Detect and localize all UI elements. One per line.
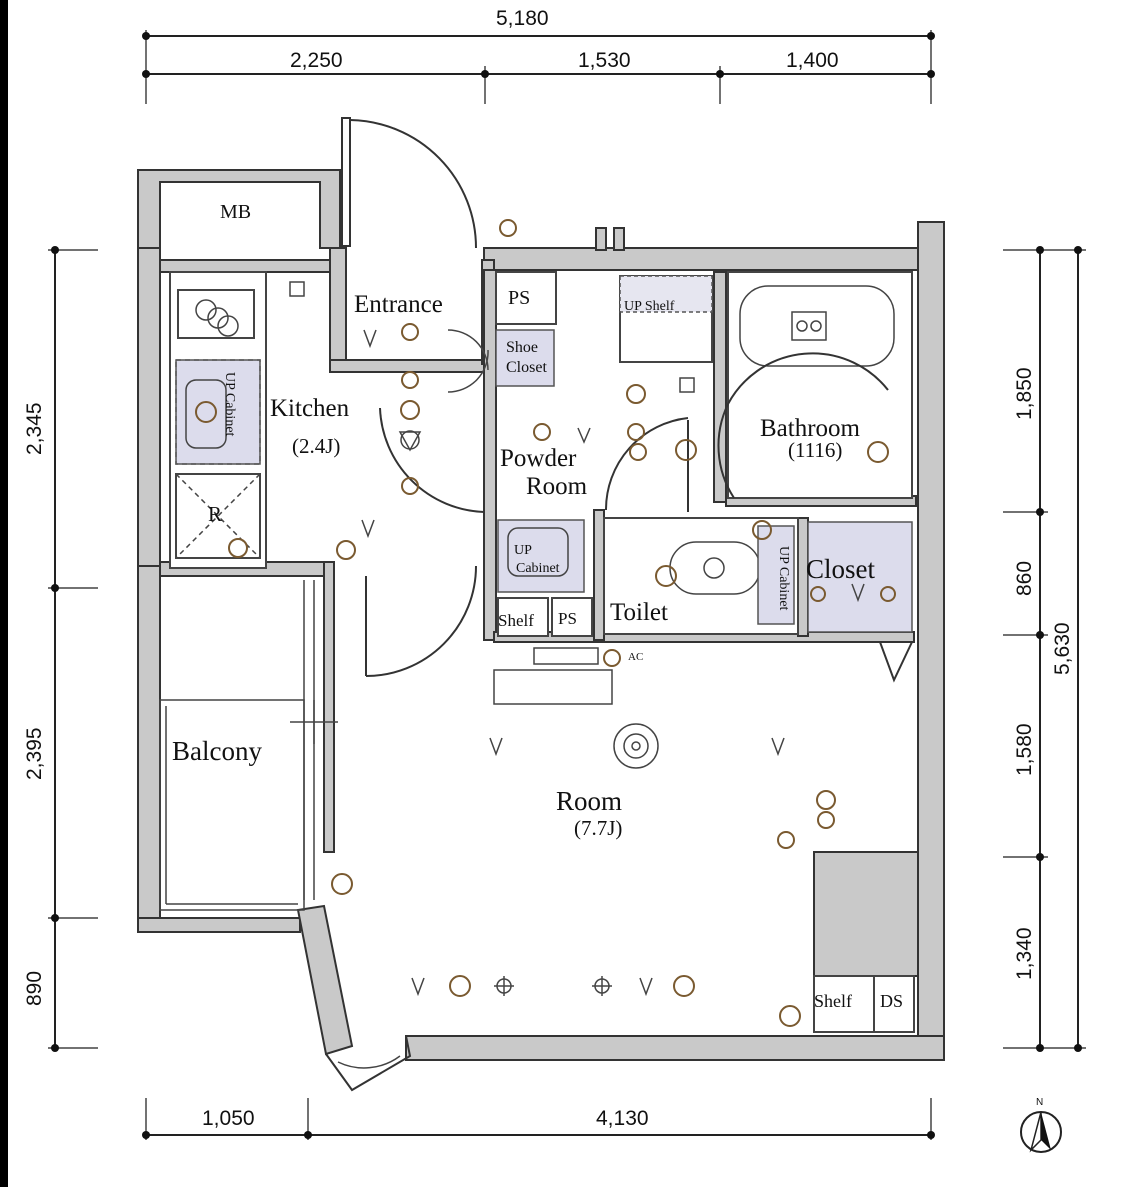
room-fixtures — [325, 647, 659, 1092]
right-total-dimension: 5,630 — [1051, 622, 1074, 675]
balcony-label: Balcony — [172, 736, 262, 766]
right-dimension-1: 1,850 — [1013, 367, 1036, 420]
right-dimension-4: 1,340 — [1013, 927, 1036, 980]
left-dimension-2: 2,395 — [23, 727, 46, 780]
kitchen-door — [379, 407, 485, 513]
entrance-door — [341, 117, 477, 249]
floor-plan-drawing — [48, 30, 1086, 1153]
top-dimension-1: 2,250 — [290, 49, 343, 72]
ac-label: AC — [628, 651, 644, 663]
toilet-label: Toilet — [610, 599, 668, 626]
closet-label: Closet — [806, 554, 876, 584]
powder-room-label-line1: Powder — [500, 445, 577, 472]
kitchen-label: Kitchen — [270, 395, 350, 422]
room-door — [365, 565, 477, 677]
bottom-storage — [813, 975, 915, 1033]
left-dimension-lines — [48, 246, 98, 1052]
top-dimension-2: 1,530 — [578, 49, 631, 72]
refrigerator-label: R — [208, 502, 223, 526]
bottom-dimension-1: 1,050 — [202, 1107, 255, 1130]
powder-room-label-line2: Room — [526, 473, 588, 500]
entrance-label: Entrance — [354, 291, 443, 318]
right-dimension-lines — [1003, 246, 1086, 1052]
up-cabinet-powder-label-line2: Cabinet — [516, 561, 560, 576]
closet-fixtures — [807, 521, 913, 683]
right-dimension-2: 860 — [1013, 560, 1036, 596]
shoe-closet-label-line2: Closet — [506, 359, 547, 376]
kitchen-fixtures — [169, 271, 267, 569]
up-cabinet-toilet-label: UP Cabinet — [776, 546, 791, 611]
powder-room-fixtures — [497, 275, 713, 637]
top-dimension-3: 1,400 — [786, 49, 839, 72]
shoe-closet-label-line1: Shoe — [506, 339, 538, 356]
ds-label: DS — [880, 991, 904, 1011]
toilet-fixtures — [603, 517, 799, 635]
top-total-dimension: 5,180 — [496, 7, 549, 30]
compass-north-label: N — [1036, 1097, 1044, 1108]
room-label: Room — [556, 786, 623, 816]
outer-walls — [137, 169, 945, 1061]
shelf-small-label: Shelf — [498, 611, 534, 630]
bottom-dimension-lines — [142, 1098, 935, 1140]
electrical-symbols — [228, 219, 896, 1027]
top-dimension-lines — [142, 30, 935, 104]
compass-icon — [1020, 1111, 1062, 1153]
bathroom-size-label: (1116) — [788, 438, 843, 462]
bottom-dimension-2: 4,130 — [596, 1107, 649, 1130]
ps-small-label: PS — [558, 609, 577, 628]
up-cabinet-kitchen-label: UP Cabinet — [222, 372, 237, 437]
shelf-bottom-label: Shelf — [814, 991, 852, 1011]
bathroom-fixtures — [717, 271, 913, 499]
right-dimension-3: 1,580 — [1013, 723, 1036, 776]
balcony-area — [159, 580, 338, 911]
up-shelf-label: UP Shelf — [624, 299, 675, 314]
ps-top-label: PS — [508, 287, 531, 309]
bathroom-label: Bathroom — [760, 415, 860, 442]
left-dimension-3: 890 — [23, 970, 46, 1006]
mb-label: MB — [220, 201, 252, 223]
room-size-label: (7.7J) — [574, 816, 623, 840]
left-dimension-1: 2,345 — [23, 402, 46, 455]
kitchen-size-label: (2.4J) — [292, 434, 341, 458]
up-cabinet-powder-label-line1: UP — [514, 543, 532, 558]
entrance-storage — [447, 271, 557, 393]
